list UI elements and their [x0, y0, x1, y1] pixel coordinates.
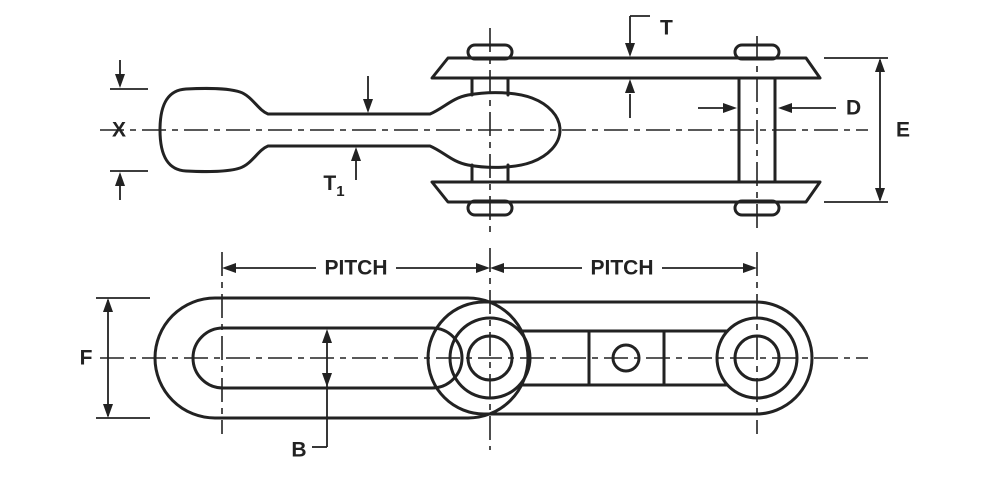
block-center-hole: [611, 343, 641, 373]
side-view: X T1 T D: [100, 15, 910, 234]
label-pitch-right: PITCH: [591, 257, 654, 280]
arrowhead: [625, 43, 635, 57]
pin-link-bottom-plate: [430, 180, 822, 204]
arrowhead: [322, 329, 332, 343]
pin-cap-top-left: [466, 43, 514, 61]
block-link-waist: [518, 329, 729, 387]
arrowhead: [103, 298, 113, 312]
arrowhead: [476, 263, 490, 273]
pin-cap-bottom-right: [733, 199, 781, 217]
label-x: X: [112, 119, 126, 142]
arrowhead: [103, 404, 113, 418]
arrowhead: [778, 103, 792, 113]
dim-e: E: [824, 57, 910, 203]
arrowhead: [115, 74, 125, 88]
barrel-left-bore: [466, 334, 514, 382]
block-link-plan-outline: [426, 300, 814, 416]
arrowhead: [625, 79, 635, 93]
arrowhead: [490, 263, 504, 273]
pin-link-top-plate: [430, 56, 822, 80]
barrel-right-outer: [715, 316, 799, 400]
pin-cap-bottom-left: [466, 199, 514, 217]
arrowhead: [875, 58, 885, 72]
label-pitch-left: PITCH: [325, 257, 388, 280]
pin-cap-top-right: [733, 43, 781, 61]
dim-d: D: [698, 97, 861, 120]
arrowhead: [222, 263, 236, 273]
dim-pitch-right: PITCH: [490, 257, 757, 280]
label-t1: T1: [323, 172, 344, 200]
arrowhead: [115, 172, 125, 186]
sidebar-link-plan-outline: [153, 296, 530, 420]
arrowhead: [322, 373, 332, 387]
label-d: D: [846, 97, 861, 120]
dim-t1: T1: [323, 76, 373, 200]
arrowhead: [351, 147, 361, 161]
label-b: B: [291, 439, 306, 462]
plan-view: PITCH PITCH F B: [80, 248, 868, 462]
dim-f: F: [80, 297, 150, 419]
dim-b: B: [291, 329, 332, 462]
sidebar-link-outline: [158, 86, 562, 174]
label-f: F: [80, 347, 93, 370]
dim-pitch-left: PITCH: [222, 257, 490, 280]
barrel-right-bore: [733, 334, 781, 382]
arrowhead: [743, 263, 757, 273]
label-t: T: [660, 17, 673, 40]
label-e: E: [896, 119, 910, 142]
arrowhead: [875, 188, 885, 202]
pin-barrel-right: [737, 76, 777, 184]
pin-barrel-left: [470, 76, 510, 184]
barrel-left-outer: [448, 316, 532, 400]
dim-t: T: [625, 15, 673, 118]
arrowhead: [723, 103, 737, 113]
arrowhead: [363, 99, 373, 113]
dim-x: X: [110, 60, 148, 200]
